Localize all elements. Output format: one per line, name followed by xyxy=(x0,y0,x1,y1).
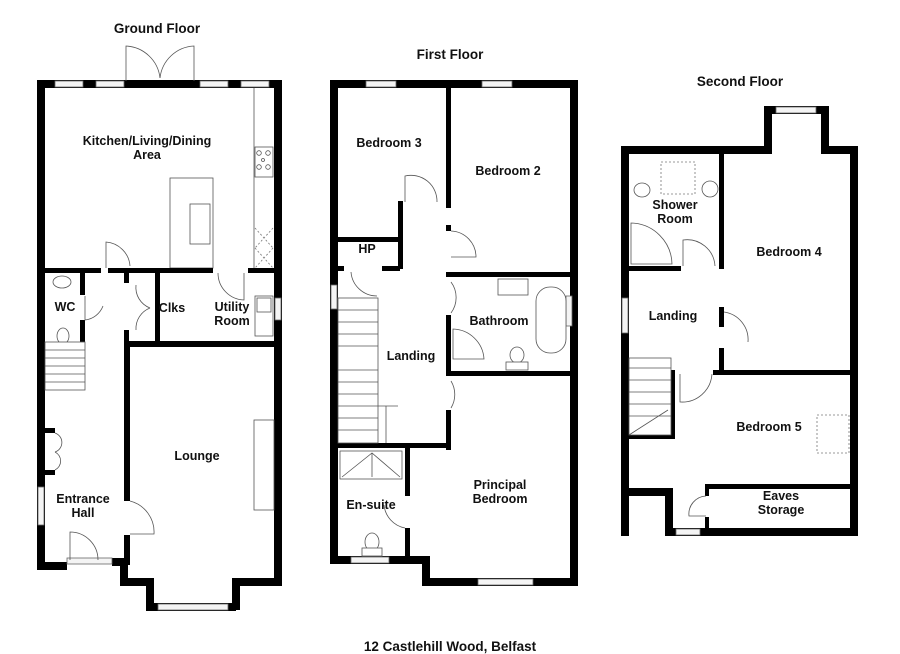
room-principal-bedroom: Principal Bedroom xyxy=(472,478,528,506)
room-wc: WC xyxy=(54,300,76,314)
first-floor-title: First Floor xyxy=(416,47,484,62)
room-bedroom-4: Bedroom 4 xyxy=(756,245,822,259)
room-bathroom: Bathroom xyxy=(469,314,529,328)
first-floor-plan xyxy=(330,80,578,586)
room-bedroom-5: Bedroom 5 xyxy=(736,420,802,434)
room-entrance-hall: Entrance Hall xyxy=(56,492,110,520)
property-address: 12 Castlehill Wood, Belfast xyxy=(363,639,537,654)
second-floor-plan xyxy=(621,106,858,536)
room-landing-first: Landing xyxy=(386,349,436,363)
room-landing-second: Landing xyxy=(648,309,698,323)
room-eaves-storage: Eaves Storage xyxy=(757,489,805,517)
room-kitchen-living-dining: Kitchen/Living/Dining Area xyxy=(82,134,212,162)
room-utility: Utility Room xyxy=(214,300,250,328)
room-cloakroom: Clks xyxy=(158,301,186,315)
ground-floor-plan xyxy=(37,45,282,611)
room-lounge: Lounge xyxy=(174,449,220,463)
room-bedroom-3: Bedroom 3 xyxy=(356,136,422,150)
second-floor-title: Second Floor xyxy=(696,74,784,89)
room-en-suite: En-suite xyxy=(346,498,396,512)
room-hot-press: HP xyxy=(358,242,376,256)
ground-floor-title: Ground Floor xyxy=(113,21,201,36)
room-bedroom-2: Bedroom 2 xyxy=(475,164,541,178)
room-shower-room: Shower Room xyxy=(652,198,698,226)
